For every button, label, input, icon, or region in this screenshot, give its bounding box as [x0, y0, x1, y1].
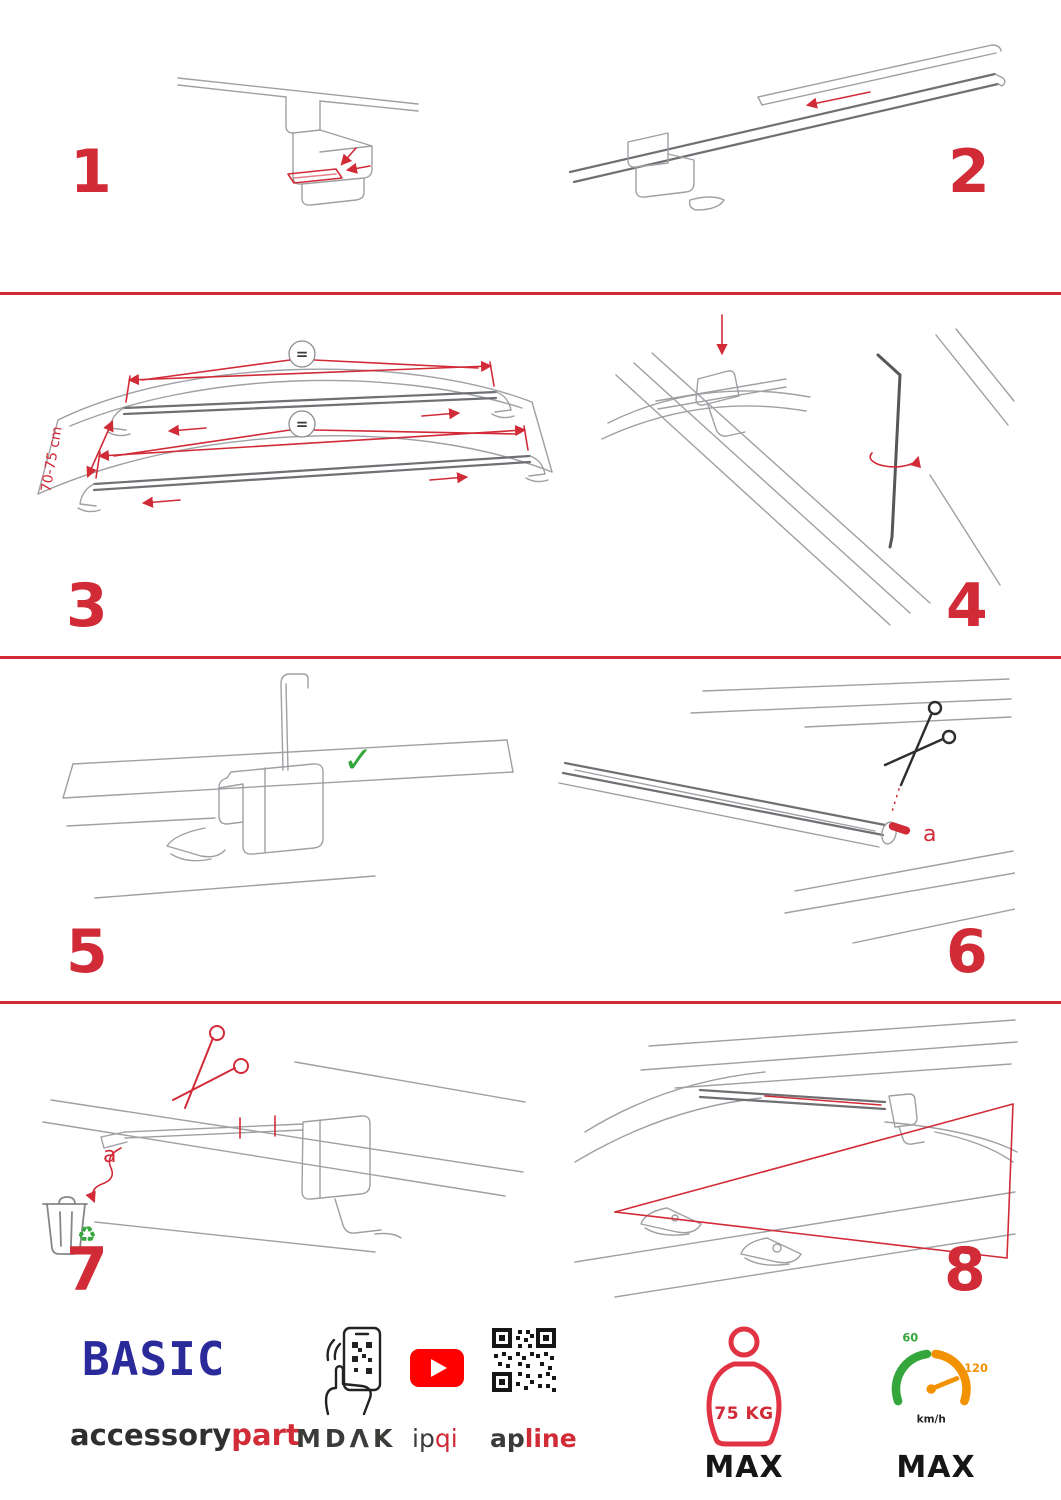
- max-weight-label: MAX: [704, 1450, 784, 1485]
- equal-badge-top: [288, 340, 316, 368]
- brand-accessorypart: accessorypart: [70, 1418, 300, 1452]
- separator-1: [0, 292, 1061, 295]
- ipqi-red: qi: [434, 1424, 458, 1453]
- step-1-number: 1: [70, 137, 112, 207]
- speed-low-label: 60: [902, 1330, 918, 1344]
- ipqi-black: ip: [412, 1424, 435, 1453]
- wordmark-accessory: accessory: [70, 1418, 232, 1452]
- max-weight-value: 75 KG: [714, 1404, 773, 1424]
- separator-2: [0, 656, 1061, 659]
- brand-ipqi: ipqi: [412, 1424, 458, 1453]
- step-2-illustration: [540, 22, 1010, 212]
- scan-qr-phone-icon: [310, 1324, 394, 1416]
- separator-3: [0, 1001, 1061, 1004]
- step-4-illustration: [600, 305, 1020, 635]
- step-5-number: 5: [66, 917, 108, 987]
- recycle-icon: ♻: [77, 1223, 97, 1248]
- step-7-number: 7: [66, 1235, 108, 1305]
- speed-high-label: 120: [964, 1361, 988, 1375]
- step-8-number: 8: [944, 1235, 986, 1305]
- step-7-illustration: a ♻: [35, 1022, 535, 1262]
- check-icon: ✓: [343, 740, 373, 781]
- step-6-number: 6: [946, 917, 988, 987]
- qr-code: [492, 1328, 556, 1392]
- step-5-illustration: ✓: [55, 668, 525, 948]
- speedometer-icon: 60 120 km/h: [876, 1328, 996, 1428]
- step-2-number: 2: [948, 137, 990, 207]
- max-weight-icon: 75 KG: [694, 1322, 794, 1447]
- scissors-red-icon: [172, 1025, 249, 1109]
- step-3-illustration: = = 70-75 cm: [30, 308, 560, 578]
- cut-piece-label: a: [923, 822, 936, 847]
- step-8-illustration: [555, 1012, 1025, 1312]
- step-3-number: 3: [66, 571, 108, 641]
- scissors-icon: [883, 700, 957, 787]
- apline-red: line: [524, 1424, 577, 1453]
- brand-apline: apline: [490, 1424, 577, 1453]
- equal-badge-bottom: [288, 410, 316, 438]
- equal-sign-top: =: [296, 345, 309, 363]
- step-6-illustration: a: [555, 675, 1015, 965]
- youtube-icon: [410, 1348, 464, 1388]
- speed-unit-label: km/h: [917, 1413, 946, 1425]
- apline-black: ap: [490, 1424, 525, 1453]
- trash-bin-icon: [42, 1196, 88, 1255]
- bar-spacing-label: 70-75 cm: [38, 425, 65, 493]
- max-speed-label: MAX: [896, 1450, 976, 1485]
- brand-basic: BASIC: [82, 1332, 226, 1386]
- step-4-number: 4: [946, 571, 988, 641]
- wordmark-part: part: [231, 1418, 300, 1452]
- step-1-illustration: [168, 48, 428, 248]
- footer: BASIC accessorypart MDΛK: [0, 1318, 1061, 1500]
- cut-piece-label: a: [103, 1143, 116, 1168]
- brand-mdak: MDΛK: [296, 1424, 397, 1453]
- equal-sign-bottom: =: [296, 415, 309, 433]
